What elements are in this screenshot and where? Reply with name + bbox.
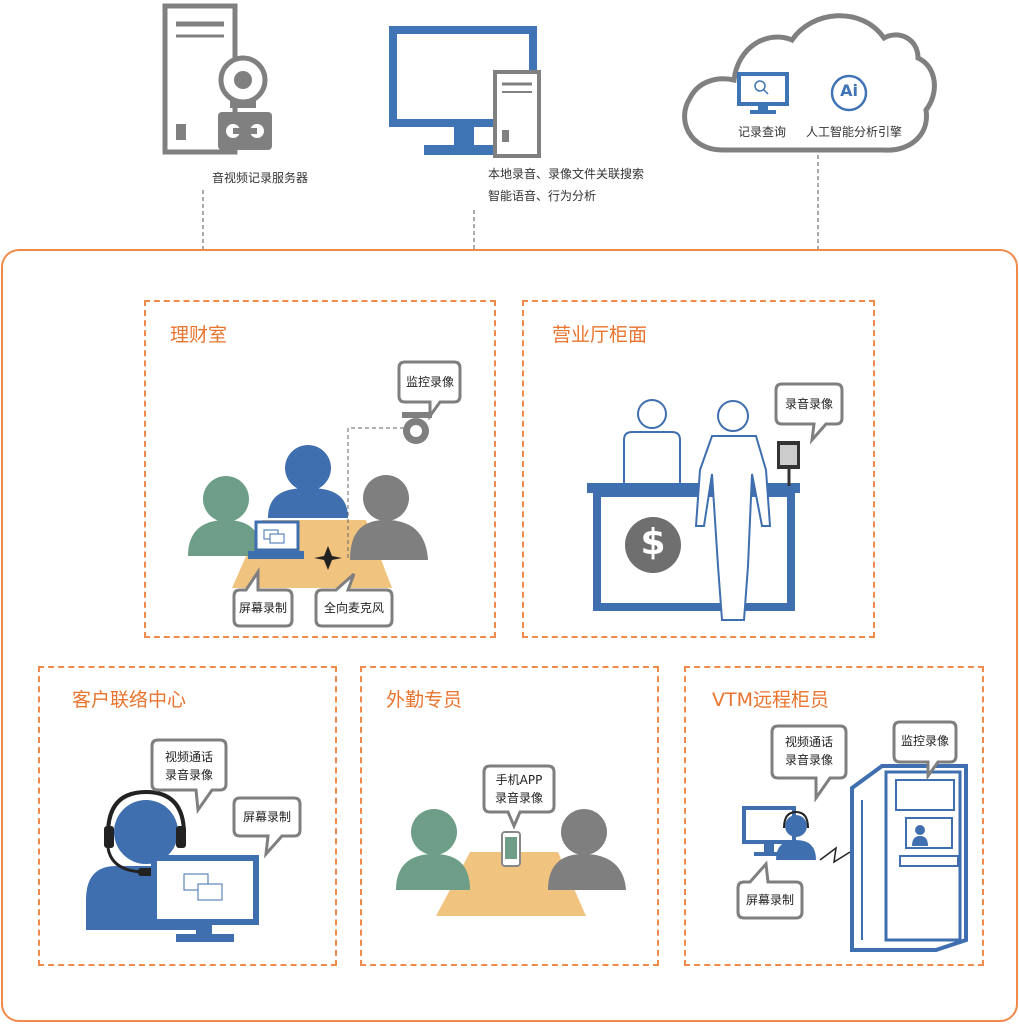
bubble-counter-record: 录音录像 xyxy=(784,397,833,411)
bubble-field-app-2: 录音录像 xyxy=(494,791,543,805)
server-label: 音视频记录服务器 xyxy=(212,171,309,185)
cloud-ai-label: 人工智能分析引擎 xyxy=(806,125,903,139)
bubble-wealth-monitor: 监控录像 xyxy=(405,375,454,389)
bubble-contact-video-2: 录音录像 xyxy=(164,768,213,782)
branch-container xyxy=(1,249,1018,1022)
bubble-contact-video-1: 视频通话 xyxy=(164,750,213,764)
dollar-sign: $ xyxy=(640,522,666,563)
panel-vtm-title: VTM远程柜员 xyxy=(712,689,829,711)
panel-wealth-title: 理财室 xyxy=(170,324,228,346)
bubble-wealth-mic: 全向麦克风 xyxy=(323,601,384,615)
bubble-vtm-video-2: 录音录像 xyxy=(784,753,833,767)
bubble-wealth-screen: 屏幕录制 xyxy=(238,601,287,615)
panel-field-title: 外勤专员 xyxy=(386,689,463,711)
bubble-vtm-monitor: 监控录像 xyxy=(900,734,949,748)
panel-vtm xyxy=(684,666,984,966)
panel-field-agent xyxy=(360,666,659,966)
bubble-contact-screen: 屏幕录制 xyxy=(242,810,291,824)
panel-wealth-room xyxy=(144,300,496,638)
bubble-vtm-video-1: 视频通话 xyxy=(784,735,833,749)
panel-counter-title: 营业厅柜面 xyxy=(552,324,648,346)
cloud-query-label: 记录查询 xyxy=(738,125,787,139)
desktop-line-1: 本地录音、录像文件关联搜索 xyxy=(488,167,645,181)
panel-contact-center xyxy=(38,666,337,966)
bubble-field-app-1: 手机APP xyxy=(495,773,543,787)
panel-contact-title: 客户联络中心 xyxy=(72,689,187,711)
panel-counter xyxy=(522,300,875,638)
desktop-line-2: 智能语音、行为分析 xyxy=(488,189,597,203)
bubble-vtm-screen: 屏幕录制 xyxy=(745,893,794,907)
ai-badge: Ai xyxy=(840,81,858,100)
